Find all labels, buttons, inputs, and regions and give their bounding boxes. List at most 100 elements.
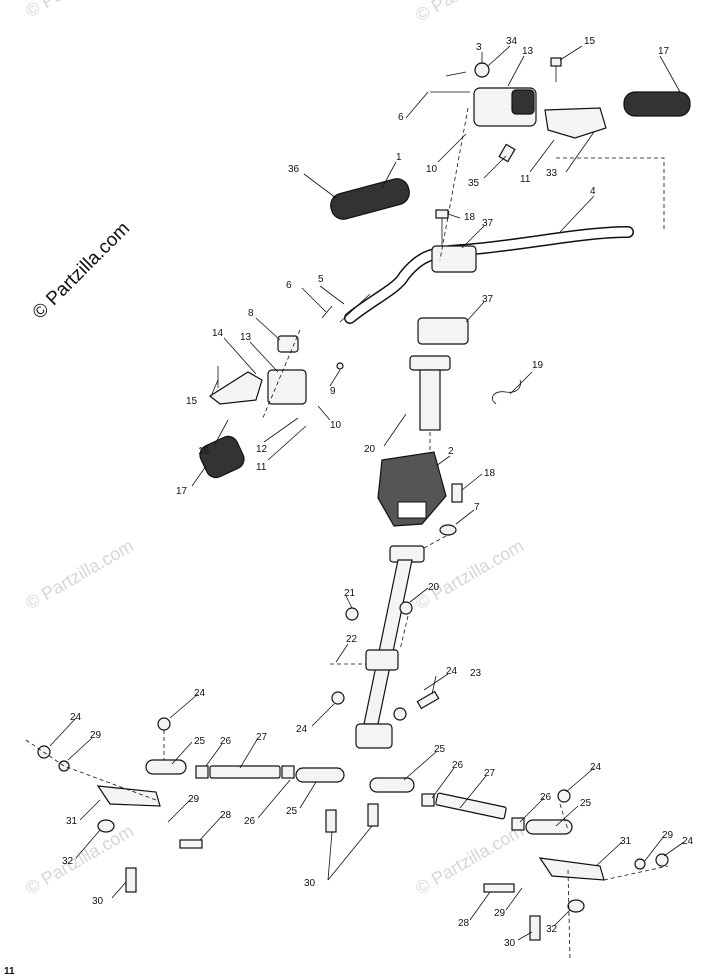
right-grip: [623, 91, 691, 117]
nut-26-right: [421, 793, 435, 807]
label-29-left: 29: [90, 730, 102, 741]
nut-26-left: [195, 765, 209, 779]
steering-post: [363, 559, 413, 725]
pad-2-slot: [397, 501, 427, 519]
label-26-left-b: 26: [244, 816, 256, 827]
label-11-top: 11: [520, 174, 531, 185]
cap-32-right: [567, 899, 585, 913]
label-6-left: 6: [286, 280, 292, 291]
label-15-top: 15: [584, 36, 596, 47]
bolt-18-mid: [451, 483, 463, 503]
label-25-left-b: 25: [286, 806, 298, 817]
label-35: 35: [468, 178, 480, 189]
riser-plate: [409, 355, 451, 371]
bolt-30-left: [125, 867, 137, 893]
label-17-left: 17: [176, 486, 188, 497]
label-32-left: 32: [62, 856, 74, 867]
nut-24-right: [557, 789, 571, 803]
label-25-right-b: 25: [580, 798, 592, 809]
handlebar-4-inner: [345, 227, 633, 323]
label-24-left: 24: [70, 712, 82, 723]
label-22: 22: [346, 634, 358, 645]
watermark-2: © Partzilla.com: [412, 0, 527, 25]
label-28-right: 28: [458, 918, 470, 929]
label-37-bottom: 37: [482, 294, 494, 305]
post-foot: [355, 723, 393, 749]
label-32-right: 32: [546, 924, 558, 935]
tie-rod-end-25-right: [369, 777, 415, 793]
clamp-37-upper: [431, 245, 477, 273]
pad-2: [377, 451, 447, 527]
label-17-top: 17: [658, 46, 670, 57]
spindle-arm-31-right: [538, 857, 605, 881]
left-grip-17: [199, 435, 245, 479]
brake-lever-14: [208, 371, 263, 405]
label-24-right-far: 24: [682, 836, 694, 847]
label-5: 5: [318, 274, 324, 285]
label-10-left: 10: [330, 420, 342, 431]
label-4: 4: [590, 186, 596, 197]
label-12: 12: [256, 444, 268, 455]
label-36: 36: [288, 164, 300, 175]
switch-knob: [474, 62, 490, 78]
left-switch-assembly: [199, 293, 371, 479]
bolt-30-right: [529, 915, 541, 941]
tie-rod-end-25-left-b: [295, 767, 345, 783]
label-26-right: 26: [452, 760, 464, 771]
label-20-top: 20: [364, 444, 376, 455]
label-18-mid: 18: [484, 468, 496, 479]
label-29-right-b: 29: [494, 908, 506, 919]
bolt-30-mid2: [325, 809, 337, 833]
label-34: 34: [506, 36, 518, 47]
nut-24-left-top: [157, 717, 171, 731]
label-6-top: 6: [398, 112, 404, 123]
assembly-lines: [25, 107, 669, 961]
label-28-left: 28: [220, 810, 232, 821]
watermark-5: © Partzilla.com: [22, 820, 137, 898]
label-27-left: 27: [256, 732, 268, 743]
label-31-left: 31: [66, 816, 78, 827]
label-30-right: 30: [504, 938, 516, 949]
label-24-left-top: 24: [194, 688, 206, 699]
watermark-4: © Partzilla.com: [412, 535, 527, 613]
label-8: 8: [248, 308, 254, 319]
label-27-right: 27: [484, 768, 496, 779]
nut-24-right-far: [655, 853, 669, 867]
label-24-right: 24: [590, 762, 602, 773]
label-30-mid: 30: [304, 878, 316, 889]
part-labels: 3 34 13 15 17 6 10 35 11 33 1 36 4 18 37…: [4, 36, 694, 976]
post-bracket: [365, 649, 399, 671]
label-31-right: 31: [620, 836, 632, 847]
label-33: 33: [546, 168, 558, 179]
brake-housing-13: [267, 369, 307, 405]
label-15-left: 15: [186, 396, 198, 407]
tie-rod-end-25-left: [145, 759, 187, 775]
bolt-30-mid: [367, 803, 379, 827]
throttle-lever: [544, 107, 607, 139]
nut-26-left-b: [281, 765, 295, 779]
label-13-left: 13: [240, 332, 252, 343]
label-1: 1: [396, 152, 402, 163]
screw-9: [336, 362, 344, 370]
spring-pin: [498, 143, 516, 163]
right-tie-rod: [325, 777, 669, 941]
watermark-1: © Partzilla.com: [22, 0, 137, 21]
screw-15-head: [550, 57, 562, 67]
tube-27-left: [209, 765, 281, 779]
right-switch-assembly: [430, 57, 691, 163]
bolt-28-left: [179, 839, 203, 849]
label-2: 2: [448, 446, 454, 457]
washer-29-right: [634, 858, 646, 870]
label-37-top: 37: [482, 218, 494, 229]
label-18-top: 18: [464, 212, 476, 223]
bolt-18-top-head: [435, 209, 449, 219]
cap-32-left: [97, 819, 115, 833]
label-7: 7: [474, 502, 480, 513]
label-25-right: 25: [434, 744, 446, 755]
page-number: 11: [4, 966, 15, 976]
label-30-left: 30: [92, 896, 104, 907]
left-grip-36: [330, 178, 410, 220]
screw-6-left: [321, 305, 333, 319]
label-25-left: 25: [194, 736, 206, 747]
label-26-left: 26: [220, 736, 232, 747]
